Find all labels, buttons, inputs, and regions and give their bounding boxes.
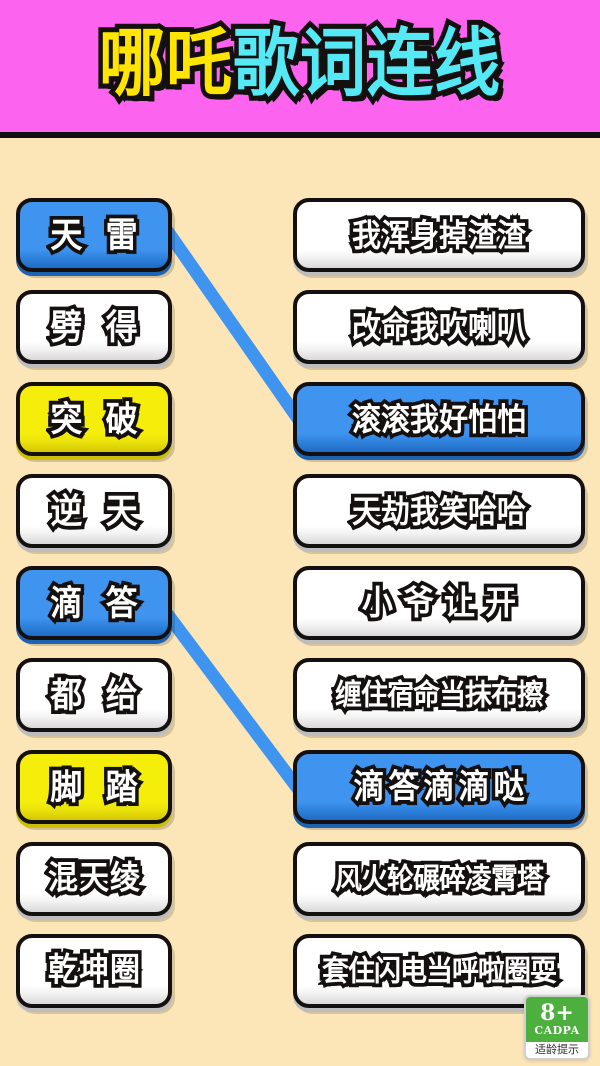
right-card-5-label: 小爷让开 xyxy=(359,582,526,623)
cadpa-age-label: 8+ xyxy=(540,999,574,1026)
right-card-9-label: 套住闪电当呼啦圈耍 xyxy=(319,953,561,990)
page-header: 哪吒歌词连线 xyxy=(0,0,600,138)
left-card-4[interactable]: 逆 天 xyxy=(16,474,172,548)
right-card-1-label: 我浑身掉渣渣 xyxy=(348,215,529,254)
right-card-8[interactable]: 风火轮碾碎凌霄塔 xyxy=(293,842,585,916)
left-card-6-label: 都 给 xyxy=(47,674,144,716)
left-card-8[interactable]: 混天绫 xyxy=(16,842,172,916)
right-card-3-label: 滚滚我好怕怕 xyxy=(348,399,529,438)
left-card-5[interactable]: 滴 答 xyxy=(16,566,172,640)
left-card-7-label: 脚 踏 xyxy=(47,766,144,808)
right-card-5[interactable]: 小爷让开 xyxy=(293,566,585,640)
right-card-4-label: 天劫我笑哈哈 xyxy=(348,491,529,530)
left-card-8-label: 混天绫 xyxy=(45,858,144,898)
right-card-2-label: 改命我吹喇叭 xyxy=(348,307,529,346)
right-card-3[interactable]: 滚滚我好怕怕 xyxy=(293,382,585,456)
cadpa-rating-badge: 8+ CADPA 适龄提示 xyxy=(524,994,590,1060)
left-card-6[interactable]: 都 给 xyxy=(16,658,172,732)
page-title-part-1: 哪吒 xyxy=(95,20,237,107)
right-card-1[interactable]: 我浑身掉渣渣 xyxy=(293,198,585,272)
connection-line-1 xyxy=(161,225,306,427)
left-card-1[interactable]: 天 雷 xyxy=(16,198,172,272)
left-card-3-label: 突 破 xyxy=(47,398,144,440)
left-card-9-label: 乾坤圈 xyxy=(45,950,144,990)
left-card-1-label: 天 雷 xyxy=(47,214,144,256)
left-card-2-label: 劈 得 xyxy=(47,306,144,348)
left-card-4-label: 逆 天 xyxy=(47,490,144,532)
page-title-part-2: 歌词连线 xyxy=(229,20,505,107)
right-card-6-label: 缠住宿命当抹布擦 xyxy=(332,677,548,714)
cadpa-note-label: 适龄提示 xyxy=(535,1043,579,1056)
left-card-2[interactable]: 劈 得 xyxy=(16,290,172,364)
right-card-7-label: 滴答滴滴哒 xyxy=(350,766,529,807)
right-card-7[interactable]: 滴答滴滴哒 xyxy=(293,750,585,824)
left-card-3[interactable]: 突 破 xyxy=(16,382,172,456)
cadpa-badge-green-block: 8+ CADPA xyxy=(526,996,588,1042)
connection-line-2 xyxy=(161,608,306,797)
right-card-2[interactable]: 改命我吹喇叭 xyxy=(293,290,585,364)
left-card-5-label: 滴 答 xyxy=(47,582,144,624)
page-title: 哪吒歌词连线 xyxy=(95,20,505,107)
left-card-7[interactable]: 脚 踏 xyxy=(16,750,172,824)
right-card-4[interactable]: 天劫我笑哈哈 xyxy=(293,474,585,548)
right-card-8-label: 风火轮碾碎凌霄塔 xyxy=(332,861,548,898)
cadpa-org-label: CADPA xyxy=(534,1023,580,1037)
left-card-9[interactable]: 乾坤圈 xyxy=(16,934,172,1008)
right-card-6[interactable]: 缠住宿命当抹布擦 xyxy=(293,658,585,732)
